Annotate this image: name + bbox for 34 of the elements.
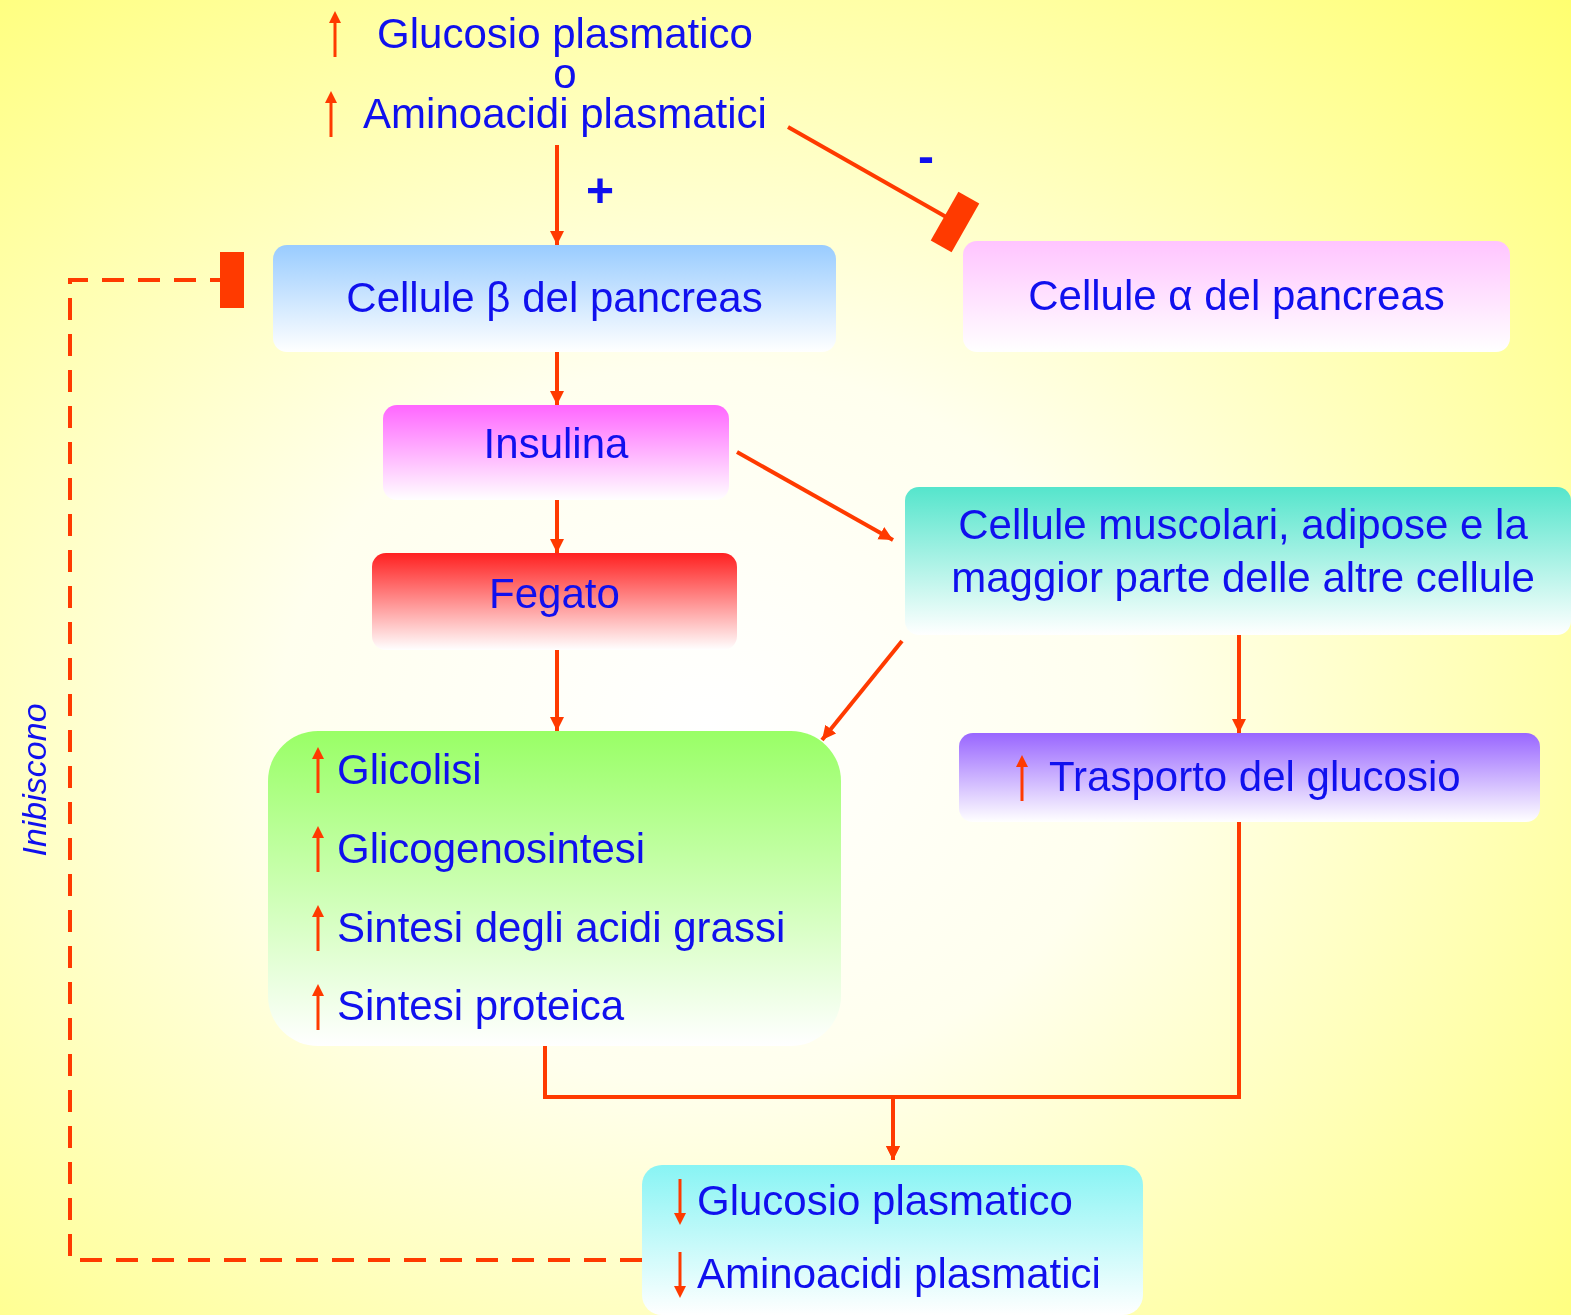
node-text: Sintesi proteica bbox=[337, 981, 625, 1032]
node-text: Insulina bbox=[483, 419, 629, 469]
process-box bbox=[959, 733, 1540, 822]
node-text: Fegato bbox=[489, 569, 620, 619]
edge-label: + bbox=[586, 162, 614, 218]
node-text: Sintesi degli acidi grassi bbox=[337, 902, 786, 953]
process-box bbox=[642, 1165, 1143, 1315]
process-box bbox=[383, 405, 729, 500]
process-box bbox=[268, 731, 841, 1046]
node-text: Cellule α del pancreas bbox=[1028, 271, 1445, 322]
inhibition-connector bbox=[787, 125, 980, 253]
edge-label: Inibiscono bbox=[14, 703, 54, 857]
node-text: Glucosio plasmatico bbox=[377, 14, 753, 55]
arrow bbox=[736, 450, 894, 542]
node-text: Glicogenosintesi bbox=[337, 823, 646, 874]
node-text: Glicolisi bbox=[337, 745, 482, 796]
arrow bbox=[550, 650, 564, 731]
node-text: Aminoacidi plasmatici bbox=[697, 1249, 1101, 1300]
edge-label: - bbox=[918, 128, 934, 184]
arrow bbox=[886, 822, 1241, 1160]
arrow bbox=[550, 145, 564, 245]
node-text: Cellule muscolari, adipose e la maggior parte delle altre cellule bbox=[950, 500, 1536, 603]
node-text: Cellule β del pancreas bbox=[346, 273, 763, 324]
arrow bbox=[550, 500, 564, 553]
arrow bbox=[1232, 635, 1246, 733]
process-box bbox=[372, 553, 737, 650]
process-box bbox=[273, 245, 836, 352]
node-text: Trasporto del glucosio bbox=[1049, 752, 1461, 803]
process-box bbox=[905, 487, 1571, 635]
arrow bbox=[550, 352, 564, 405]
arrow bbox=[820, 639, 904, 742]
inhibition-connector bbox=[68, 252, 642, 1262]
node-text: Glucosio plasmatico bbox=[697, 1176, 1073, 1227]
process-box bbox=[963, 241, 1510, 352]
